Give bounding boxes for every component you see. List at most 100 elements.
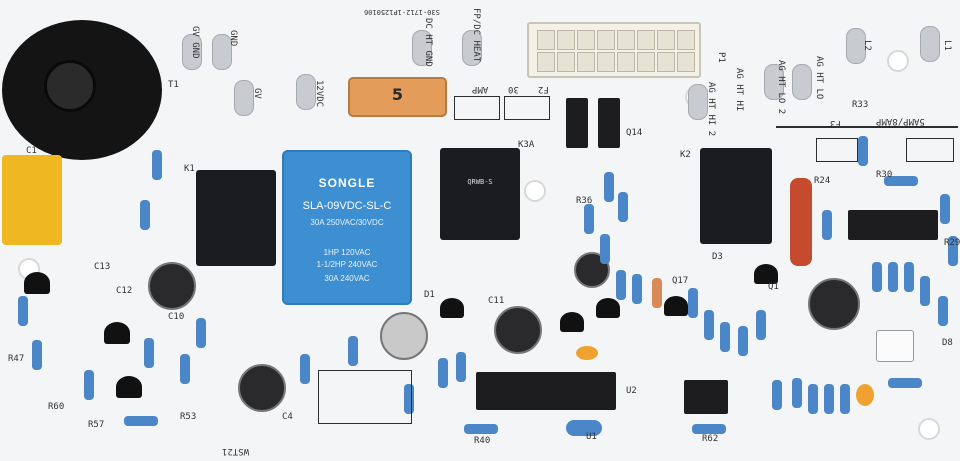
label-5amp-8amp: 5AMP/8AMP xyxy=(876,116,925,126)
optocoupler xyxy=(876,330,914,362)
resistor xyxy=(858,136,868,166)
label-ag-ht-hi: AG HT HI xyxy=(734,68,744,112)
label-f2: F2 xyxy=(538,84,549,94)
resistor xyxy=(124,416,158,426)
main-relay: SONGLE SLA-09VDC-SL-C 30A 250VAC/30VDC 1… xyxy=(282,150,412,305)
yellow-capacitor xyxy=(2,155,62,245)
resistor xyxy=(756,310,766,340)
transistor xyxy=(24,272,50,294)
mounting-hole xyxy=(887,50,909,72)
header-connector-p1 xyxy=(527,22,701,78)
spade-terminal-ag-ht-lo xyxy=(792,64,812,100)
spade-terminal-gv-gnd xyxy=(182,34,202,70)
label-serial: S30-1712-1P1250106 xyxy=(364,8,440,16)
relay-rating-1: 30A 250VAC/30VDC xyxy=(310,218,384,227)
label-c12: C12 xyxy=(116,286,133,296)
spade-terminal-dc-ht-gnd xyxy=(412,30,432,66)
resistor xyxy=(920,276,930,306)
resistor xyxy=(888,378,922,388)
transistor xyxy=(596,298,620,318)
spade-terminal-gnd xyxy=(212,34,232,70)
spade-terminal-gv xyxy=(234,80,254,116)
resistor xyxy=(616,270,626,300)
relay-k2 xyxy=(700,148,772,244)
relay-k3: QRWB-S xyxy=(440,148,520,240)
label-30: 30 xyxy=(508,84,519,94)
label-r47: R47 xyxy=(8,354,25,364)
resistor xyxy=(632,274,642,304)
resistor xyxy=(688,288,698,318)
resistor xyxy=(792,378,802,408)
label-r40: R40 xyxy=(474,436,491,446)
relay-brand: SONGLE xyxy=(318,176,376,190)
label-gnd: GND xyxy=(228,30,238,47)
microcontroller-chip xyxy=(476,372,616,410)
label-gv-gnd: GV GND xyxy=(190,26,200,59)
silkscreen-outline xyxy=(776,126,958,128)
fuse-value: 5 xyxy=(391,85,404,104)
resistor xyxy=(84,370,94,400)
label-c4: C4 xyxy=(282,412,293,422)
label-amp: AMP xyxy=(472,84,489,94)
resistor xyxy=(348,336,358,366)
label-fp-dc-heat: FP/DC HEAT xyxy=(471,8,481,63)
transistor xyxy=(560,312,584,332)
resistor xyxy=(938,296,948,326)
ic-chip xyxy=(684,380,728,414)
label-r60: R60 xyxy=(48,402,65,412)
electrolytic-capacitor xyxy=(380,312,428,360)
transistor xyxy=(440,298,464,318)
resistor xyxy=(180,354,190,384)
resistor xyxy=(618,192,628,222)
power-resistor xyxy=(790,178,812,266)
inductor xyxy=(566,420,602,436)
label-q14: Q14 xyxy=(626,128,643,138)
label-u2: U2 xyxy=(626,386,637,396)
label-f3: F3 xyxy=(830,118,841,128)
resistor xyxy=(738,326,748,356)
label-u1: U1 xyxy=(586,432,597,442)
resistor xyxy=(940,194,950,224)
ceramic-capacitor xyxy=(856,384,874,406)
resistor xyxy=(888,262,898,292)
silkscreen-outline xyxy=(454,96,500,120)
relay-rating-4: 30A 240VAC xyxy=(324,274,370,283)
resistor xyxy=(772,380,782,410)
label-c13: C13 xyxy=(94,262,111,272)
mounting-hole xyxy=(918,418,940,440)
resistor xyxy=(196,318,206,348)
transistor xyxy=(664,296,688,316)
label-p1: P1 xyxy=(716,52,726,63)
electrolytic-capacitor xyxy=(494,306,542,354)
resistor xyxy=(904,262,914,292)
label-ag-ht-lo: AG HT LO xyxy=(814,56,824,100)
electrolytic-capacitor xyxy=(148,262,196,310)
transistor-package xyxy=(598,98,620,148)
resistor xyxy=(464,424,498,434)
fuse: 5 xyxy=(348,77,447,117)
label-r30: R30 xyxy=(876,170,893,180)
label-gv: GV xyxy=(252,88,262,99)
resistor xyxy=(404,384,414,414)
electrolytic-capacitor xyxy=(808,278,860,330)
resistor xyxy=(872,262,882,292)
resistor xyxy=(584,204,594,234)
spade-terminal-ag-ht-hi2 xyxy=(688,84,708,120)
resistor xyxy=(32,340,42,370)
label-ag-ht-hi-2: AG HT HI 2 xyxy=(706,82,716,137)
resistor xyxy=(438,358,448,388)
resistor xyxy=(824,384,834,414)
resistor xyxy=(604,172,614,202)
label-q1: Q1 xyxy=(768,282,779,292)
relay-k3-label: QRWB-S xyxy=(467,178,493,186)
resistor xyxy=(808,384,818,414)
label-ag-ht-lo-2: AG HT LO 2 xyxy=(776,60,786,115)
ic-chip xyxy=(848,210,938,240)
mounting-hole xyxy=(524,180,546,202)
resistor xyxy=(840,384,850,414)
relay-k1 xyxy=(196,170,276,266)
silkscreen-outline xyxy=(906,138,954,162)
spade-terminal-fp-dc-heat xyxy=(462,30,482,66)
transformer-core xyxy=(44,60,96,112)
